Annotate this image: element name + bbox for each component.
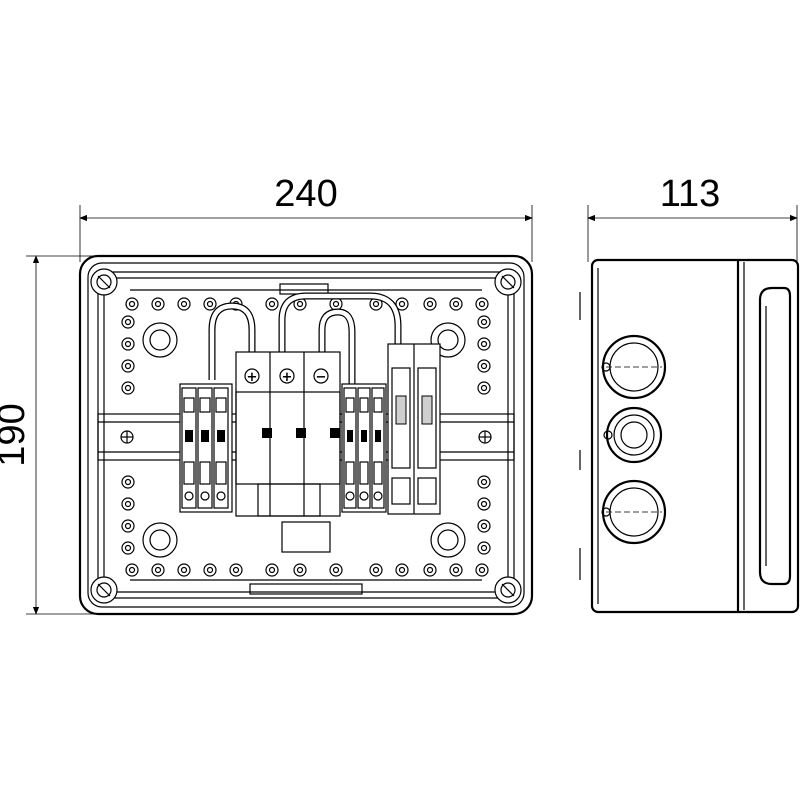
label-plate [281, 521, 331, 553]
mounting-peg [121, 519, 135, 533]
terminal-block-left [179, 383, 233, 513]
height-label: 190 [0, 403, 33, 466]
enclosure-side-outline [590, 258, 800, 614]
screw-head-icon [494, 576, 522, 604]
dimension-width: 240 [79, 173, 533, 262]
mounting-peg [477, 359, 491, 373]
side-view [579, 258, 800, 614]
cable-gland-icon [601, 479, 667, 545]
mounting-peg [369, 563, 383, 577]
terminal-module [371, 387, 385, 509]
mounting-peg [121, 541, 135, 555]
mounting-peg [449, 297, 463, 311]
mounting-peg [177, 563, 191, 577]
screw-head-icon [478, 430, 492, 444]
mounting-peg [151, 297, 165, 311]
width-label: 240 [274, 173, 337, 215]
dimension-height: 190 [0, 255, 100, 615]
mounting-peg [293, 563, 307, 577]
mounting-peg [477, 497, 491, 511]
terminal-block-right [341, 383, 387, 513]
mounting-peg [423, 563, 437, 577]
mounting-peg [449, 563, 463, 577]
cable-gland-icon [601, 334, 667, 400]
cable-gland-icon [142, 522, 178, 558]
mounting-peg [329, 297, 343, 311]
mounting-peg [477, 315, 491, 329]
screw-head-icon [90, 576, 118, 604]
mounting-peg [475, 563, 489, 577]
mounting-peg [177, 297, 191, 311]
terminal-minus: − [316, 370, 327, 385]
mounting-peg [475, 297, 489, 311]
front-view: + + − [78, 254, 534, 616]
mounting-peg [121, 497, 135, 511]
mounting-peg [121, 475, 135, 489]
terminal-plus-2: + [282, 370, 293, 385]
mounting-peg [125, 563, 139, 577]
terminal-module [343, 387, 357, 509]
mounting-peg [125, 297, 139, 311]
mounting-peg [203, 563, 217, 577]
screw-head-icon [90, 268, 118, 296]
mounting-peg [293, 297, 307, 311]
mounting-peg [423, 297, 437, 311]
surge-arrester-icon: + + − [235, 351, 341, 517]
mounting-peg [151, 563, 165, 577]
mounting-peg [203, 297, 217, 311]
screw-head-icon [120, 430, 134, 444]
depth-label: 113 [660, 173, 721, 215]
mounting-peg [265, 297, 279, 311]
mounting-peg [121, 337, 135, 351]
mounting-peg [121, 359, 135, 373]
terminal-module [197, 387, 213, 509]
mounting-peg [395, 563, 409, 577]
screw-head-icon [494, 268, 522, 296]
cable-gland-icon [430, 522, 466, 558]
dimension-depth: 113 [587, 173, 798, 262]
mounting-peg [369, 297, 383, 311]
terminal-module [357, 387, 371, 509]
cable-gland-icon [603, 406, 663, 464]
mounting-peg [477, 541, 491, 555]
mounting-peg [477, 337, 491, 351]
mounting-peg-rows [121, 297, 491, 577]
enclosure-outline [78, 254, 534, 616]
wiring [208, 292, 402, 386]
mounting-peg [477, 381, 491, 395]
terminal-module [213, 387, 229, 509]
mounting-peg [477, 519, 491, 533]
terminal-module [181, 387, 197, 509]
mounting-peg [229, 563, 243, 577]
mounting-peg [477, 475, 491, 489]
cable-gland-icon [142, 322, 178, 358]
fuse-holder-icon [387, 343, 441, 515]
mounting-peg [121, 381, 135, 395]
mounting-peg [329, 563, 343, 577]
mounting-peg [265, 563, 279, 577]
terminal-plus-1: + [247, 370, 258, 385]
mounting-peg [121, 315, 135, 329]
